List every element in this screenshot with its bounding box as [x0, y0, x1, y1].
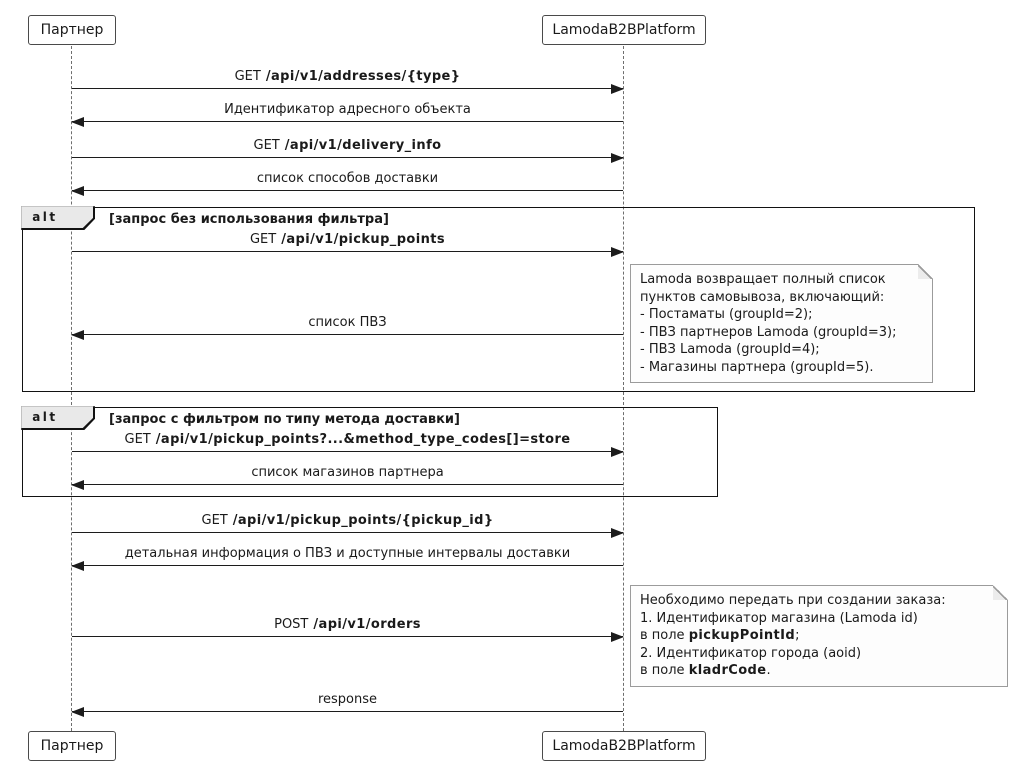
- participant-partner-top: Партнер: [28, 15, 116, 45]
- message-label: Идентификатор адресного объекта: [224, 102, 471, 117]
- alt-guard: [запрос без использования фильтра]: [109, 212, 389, 227]
- note-text: в поле pickupPointId;: [640, 627, 998, 645]
- message-label: GET/api/v1/pickup_points/{pickup_id}: [72, 513, 623, 529]
- note-text: 1. Идентификатор магазина (Lamoda id): [640, 610, 918, 626]
- message-label: список ПВЗ: [308, 315, 387, 330]
- message-label: список магазинов партнера: [251, 465, 444, 480]
- message-arrow: [72, 153, 624, 163]
- note-text-fragment: ;: [795, 628, 800, 643]
- msg-get-addresses: GET/api/v1/addresses/{type}: [72, 69, 624, 94]
- note-text: - Постаматы (groupId=2);: [640, 307, 813, 322]
- http-method: GET: [201, 513, 228, 528]
- note-text-fragment: .: [766, 663, 771, 678]
- alt-operator-tab: alt: [21, 206, 96, 231]
- note-text: - Магазины партнера (groupId=5).: [640, 359, 874, 375]
- message-arrow: [71, 330, 623, 340]
- endpoint-path: /api/v1/addresses/{type}: [265, 69, 461, 84]
- note-text: 2. Идентификатор города (aoid): [640, 645, 862, 661]
- message-label: детальная информация о ПВЗ и доступные и…: [124, 546, 571, 561]
- message-arrow: [72, 632, 624, 642]
- http-method: GET: [124, 432, 151, 447]
- participant-partner-bottom: Партнер: [28, 731, 116, 761]
- note-text-fragment: в поле: [640, 663, 689, 678]
- note-text: - ПВЗ партнеров Lamoda (groupId=3);: [640, 324, 897, 340]
- msg-address-id-response: Идентификатор адресного объекта: [71, 102, 623, 127]
- note-text-fragment: в поле: [640, 628, 689, 643]
- lifeline-partner: [71, 46, 72, 731]
- field-name: kladrCode: [688, 663, 767, 678]
- note-order-required-fields: Необходимо передать при создании заказа:…: [630, 585, 1008, 687]
- endpoint-path: /api/v1/pickup_points/{pickup_id}: [232, 513, 494, 528]
- note-text: Lamoda возвращает полный список: [640, 272, 886, 287]
- msg-delivery-methods-response: список способов доставки: [71, 171, 623, 196]
- note-text: в поле kladrCode.: [640, 662, 998, 680]
- msg-orders-response: response: [71, 692, 623, 717]
- message-arrow: [71, 186, 623, 196]
- message-arrow: [72, 447, 624, 457]
- note-pickup-points-list: Lamoda возвращает полный список пунктов …: [630, 264, 933, 383]
- message-label: список способов доставки: [256, 171, 439, 186]
- note-fold-corner: [918, 264, 933, 279]
- msg-get-pickup-point-detail: GET/api/v1/pickup_points/{pickup_id}: [72, 513, 624, 538]
- msg-get-pickup-points: GET/api/v1/pickup_points: [72, 232, 624, 257]
- msg-post-orders: POST/api/v1/orders: [72, 617, 624, 642]
- message-arrow: [72, 84, 624, 94]
- http-method: GET: [249, 232, 277, 247]
- alt-frame-no-filter: alt [запрос без использования фильтра]: [21, 206, 975, 392]
- msg-pvz-detail-response: детальная информация о ПВЗ и доступные и…: [71, 546, 623, 571]
- alt-guard: [запрос с фильтром по типу метода достав…: [109, 412, 460, 427]
- endpoint-path: /api/v1/delivery_info: [284, 138, 442, 153]
- msg-pvz-list-response: список ПВЗ: [71, 315, 623, 340]
- message-label: GET/api/v1/pickup_points: [72, 232, 623, 248]
- participant-platform-bottom: LamodaB2BPlatform: [542, 731, 706, 761]
- message-label: GET/api/v1/addresses/{type}: [72, 69, 623, 85]
- participant-platform-top: LamodaB2BPlatform: [542, 15, 706, 45]
- message-arrow: [72, 528, 624, 538]
- alt-operator-label: alt: [32, 210, 58, 225]
- message-label: response: [317, 692, 378, 707]
- endpoint-path: /api/v1/pickup_points: [281, 232, 445, 247]
- note-text: пунктов самовывоза, включающий:: [640, 289, 885, 305]
- message-arrow: [71, 561, 623, 571]
- alt-operator-label: alt: [32, 410, 58, 425]
- field-name: pickupPointId: [688, 628, 796, 643]
- message-label: POST/api/v1/orders: [72, 617, 623, 633]
- msg-get-delivery-info: GET/api/v1/delivery_info: [72, 138, 624, 163]
- note-text: Необходимо передать при создании заказа:: [640, 593, 946, 608]
- http-method: GET: [253, 138, 280, 153]
- message-arrow: [71, 707, 623, 717]
- msg-partner-stores-response: список магазинов партнера: [71, 465, 623, 490]
- endpoint-path: /api/v1/pickup_points?...&method_type_co…: [155, 432, 571, 447]
- endpoint-path: /api/v1/orders: [313, 617, 421, 632]
- alt-operator-tab: alt: [21, 406, 96, 431]
- http-method: POST: [274, 617, 309, 632]
- message-label: GET/api/v1/pickup_points?...&method_type…: [72, 432, 623, 448]
- http-method: GET: [234, 69, 261, 84]
- msg-get-pickup-points-filtered: GET/api/v1/pickup_points?...&method_type…: [72, 432, 624, 457]
- note-text: - ПВЗ Lamoda (groupId=4);: [640, 342, 820, 357]
- message-label: GET/api/v1/delivery_info: [72, 138, 623, 154]
- alt-frame-with-filter: alt [запрос с фильтром по типу метода до…: [21, 406, 718, 497]
- lifeline-platform: [623, 46, 624, 731]
- message-arrow: [71, 117, 623, 127]
- note-fold-corner: [993, 585, 1008, 600]
- message-arrow: [72, 247, 624, 257]
- message-arrow: [71, 480, 623, 490]
